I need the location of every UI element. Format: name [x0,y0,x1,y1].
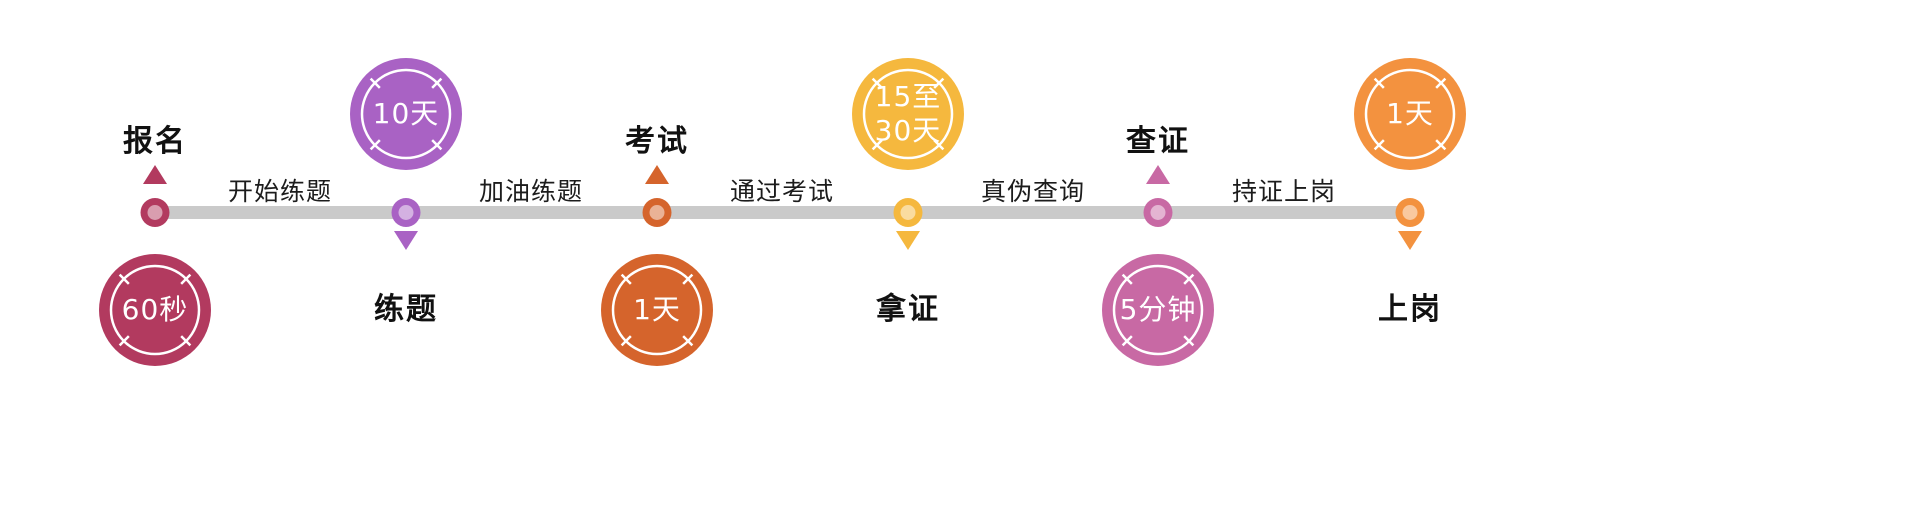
timeline-dot [642,198,672,227]
connector-label-start-practice: 开始练题 [227,177,333,206]
arrow-up-icon [645,165,669,184]
clock-face-icon [109,264,201,356]
connector-label-pass-exam: 通过考试 [729,177,835,206]
duration-label: 1天 [1386,97,1434,131]
timeline-dot [140,198,170,227]
arrow-down-icon [1398,231,1422,250]
clock-badge: 1天 [601,254,713,366]
stage-label: 查证 [1126,124,1190,159]
stage-label: 拿证 [876,292,940,327]
timeline-dot [1143,198,1173,227]
connector-label-work-with-cert: 持证上岗 [1231,177,1337,206]
duration-label: 10天 [372,97,440,131]
timeline-bar [152,206,1414,219]
clock-badge: 10天 [350,58,462,170]
stage-label: 报名 [123,124,187,159]
clock-badge: 15至 30天 [852,58,964,170]
clock-badge: 60秒 [99,254,211,366]
timeline-dot [1395,198,1425,227]
duration-label: 60秒 [121,293,189,327]
clock-face-icon [1112,264,1204,356]
clock-badge: 5分钟 [1102,254,1214,366]
clock-face-icon [360,68,452,160]
clock-face-icon [862,68,954,160]
arrow-up-icon [143,165,167,184]
connector-label-authenticity-check: 真伪查询 [980,177,1086,206]
connector-label-keep-practicing: 加油练题 [478,177,584,206]
duration-label: 15至 30天 [874,80,942,147]
duration-label: 5分钟 [1119,293,1197,327]
clock-badge: 1天 [1354,58,1466,170]
clock-face-icon [1364,68,1456,160]
duration-label: 1天 [633,293,681,327]
arrow-up-icon [1146,165,1170,184]
stage-label: 练题 [374,292,438,327]
clock-face-icon [611,264,703,356]
stage-label: 考试 [625,124,689,159]
timeline-dot [391,198,421,227]
stage-label: 上岗 [1378,292,1442,327]
timeline-dot [893,198,923,227]
arrow-down-icon [394,231,418,250]
arrow-down-icon [896,231,920,250]
